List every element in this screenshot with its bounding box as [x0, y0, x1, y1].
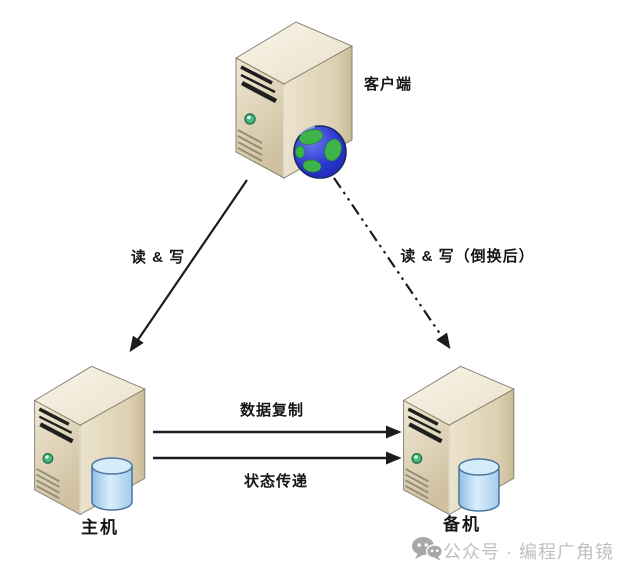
- edge-label-data-replication: 数据复制: [239, 402, 304, 419]
- primary-node-label: 主机: [81, 518, 119, 537]
- backup-node-label: 备机: [443, 515, 481, 534]
- edge-label-read-write-switchover: 读 & 写（倒换后）: [400, 248, 535, 265]
- edge-label-state-transfer: 状态传递: [243, 473, 308, 490]
- edge-label-read-write: 读 & 写: [130, 249, 186, 266]
- client-node-label: 客户端: [363, 76, 412, 93]
- arrow-read-write: [129, 179, 248, 353]
- primary-database-icon: [91, 457, 133, 511]
- watermark-text: 公众号 · 编程广角镜: [443, 542, 614, 562]
- arrow-read-write-switchover: [333, 177, 451, 350]
- wechat-icon: [412, 537, 444, 561]
- backup-database-icon: [458, 458, 500, 512]
- globe-icon: [293, 125, 347, 179]
